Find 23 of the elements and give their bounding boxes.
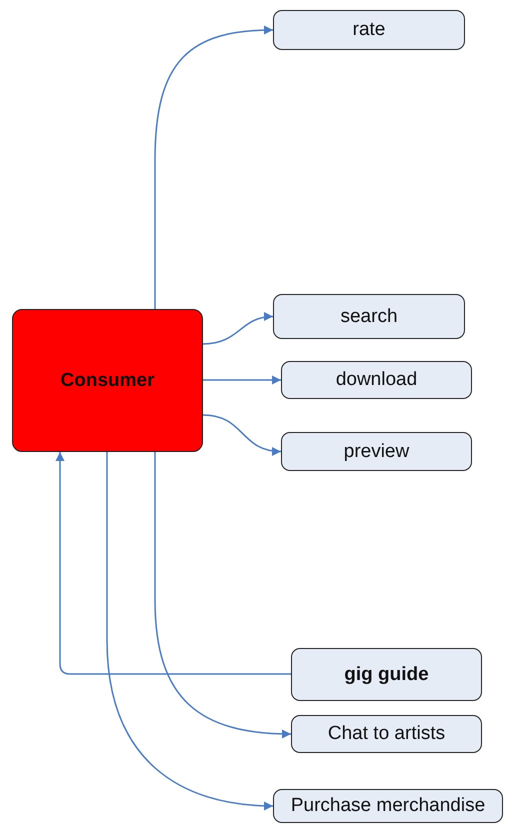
arrow xyxy=(203,376,281,384)
arrow xyxy=(202,414,282,456)
action-box xyxy=(273,294,465,339)
arrow xyxy=(154,26,274,309)
box-label: preview xyxy=(344,440,410,462)
action-box xyxy=(281,432,472,471)
box-label: download xyxy=(336,369,418,391)
arrow xyxy=(202,312,274,345)
arrow xyxy=(106,452,274,810)
box-label: Consumer xyxy=(60,370,154,392)
box-label: search xyxy=(340,306,398,328)
arrow xyxy=(154,452,292,738)
arrow xyxy=(56,452,291,675)
box-label: rate xyxy=(352,19,386,41)
action-box xyxy=(273,10,465,50)
box-label: Chat to artists xyxy=(328,723,446,745)
action-box xyxy=(273,789,503,823)
box-label: Purchase merchandise xyxy=(290,795,486,817)
action-box xyxy=(281,361,472,399)
action-box xyxy=(291,715,482,753)
actor-box xyxy=(12,309,203,452)
box-label: gig guide xyxy=(344,664,429,686)
action-box xyxy=(291,648,482,701)
